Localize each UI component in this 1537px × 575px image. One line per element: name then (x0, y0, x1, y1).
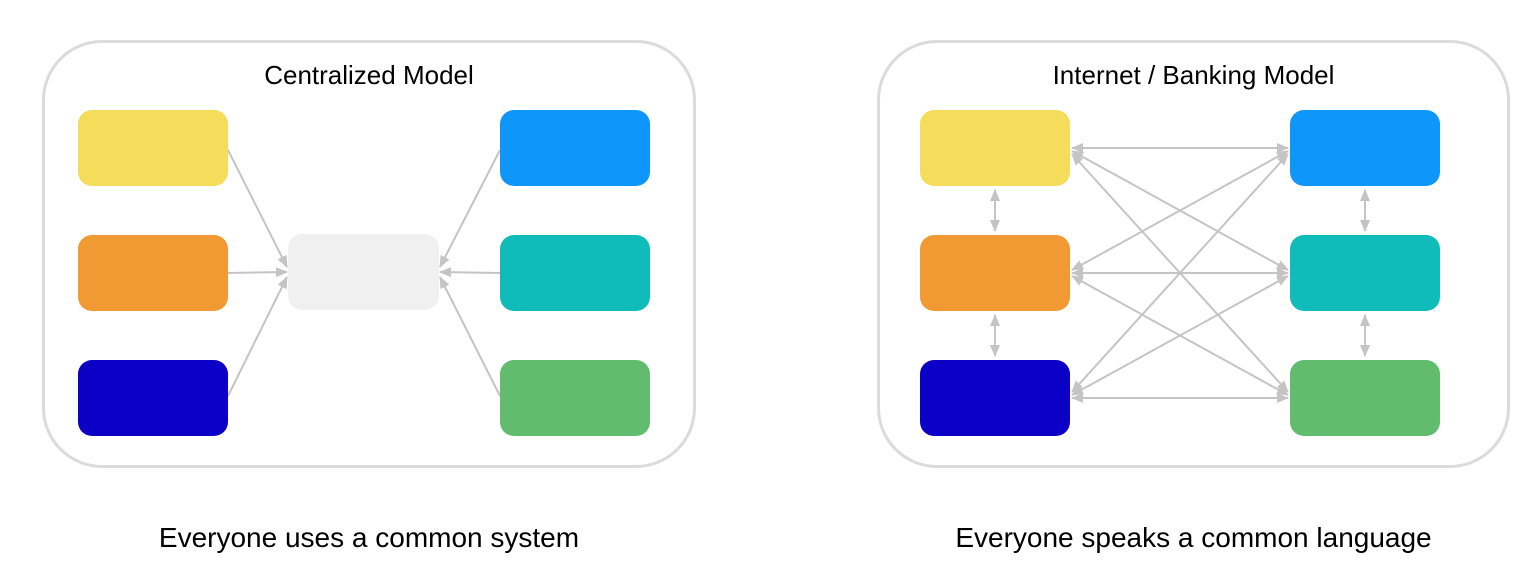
centralized-model-frame (42, 40, 696, 468)
node-centralized-blue (500, 110, 650, 186)
node-internet-banking-yellow (920, 110, 1070, 186)
centralized-model-caption: Everyone uses a common system (158, 522, 580, 553)
node-internet-banking-orange (920, 235, 1070, 311)
internet-banking-model-title: Internet / Banking Model (1052, 60, 1335, 90)
internet-banking-model-frame (877, 40, 1510, 468)
node-centralized-dark-blue (78, 360, 228, 436)
edge-centralized-teal-hub (439, 267, 501, 278)
edge-centralized-dark-blue-hub (227, 276, 288, 397)
centralized-model-title: Centralized Model (264, 60, 474, 90)
edge-centralized-green-hub (439, 276, 501, 397)
internet-banking-model-caption: Everyone speaks a common language (955, 522, 1432, 553)
node-centralized-teal (500, 235, 650, 311)
node-centralized-orange (78, 235, 228, 311)
edge-centralized-blue-hub (439, 149, 501, 268)
node-internet-banking-teal (1290, 235, 1440, 311)
node-centralized-hub (288, 234, 439, 310)
node-internet-banking-dark-blue (920, 360, 1070, 436)
node-centralized-green (500, 360, 650, 436)
edge-centralized-orange-hub (227, 267, 288, 278)
node-internet-banking-green (1290, 360, 1440, 436)
edge-centralized-yellow-hub (227, 149, 288, 268)
node-internet-banking-blue (1290, 110, 1440, 186)
node-centralized-yellow (78, 110, 228, 186)
edge-internet-banking-dark-blue-blue (1071, 153, 1289, 393)
